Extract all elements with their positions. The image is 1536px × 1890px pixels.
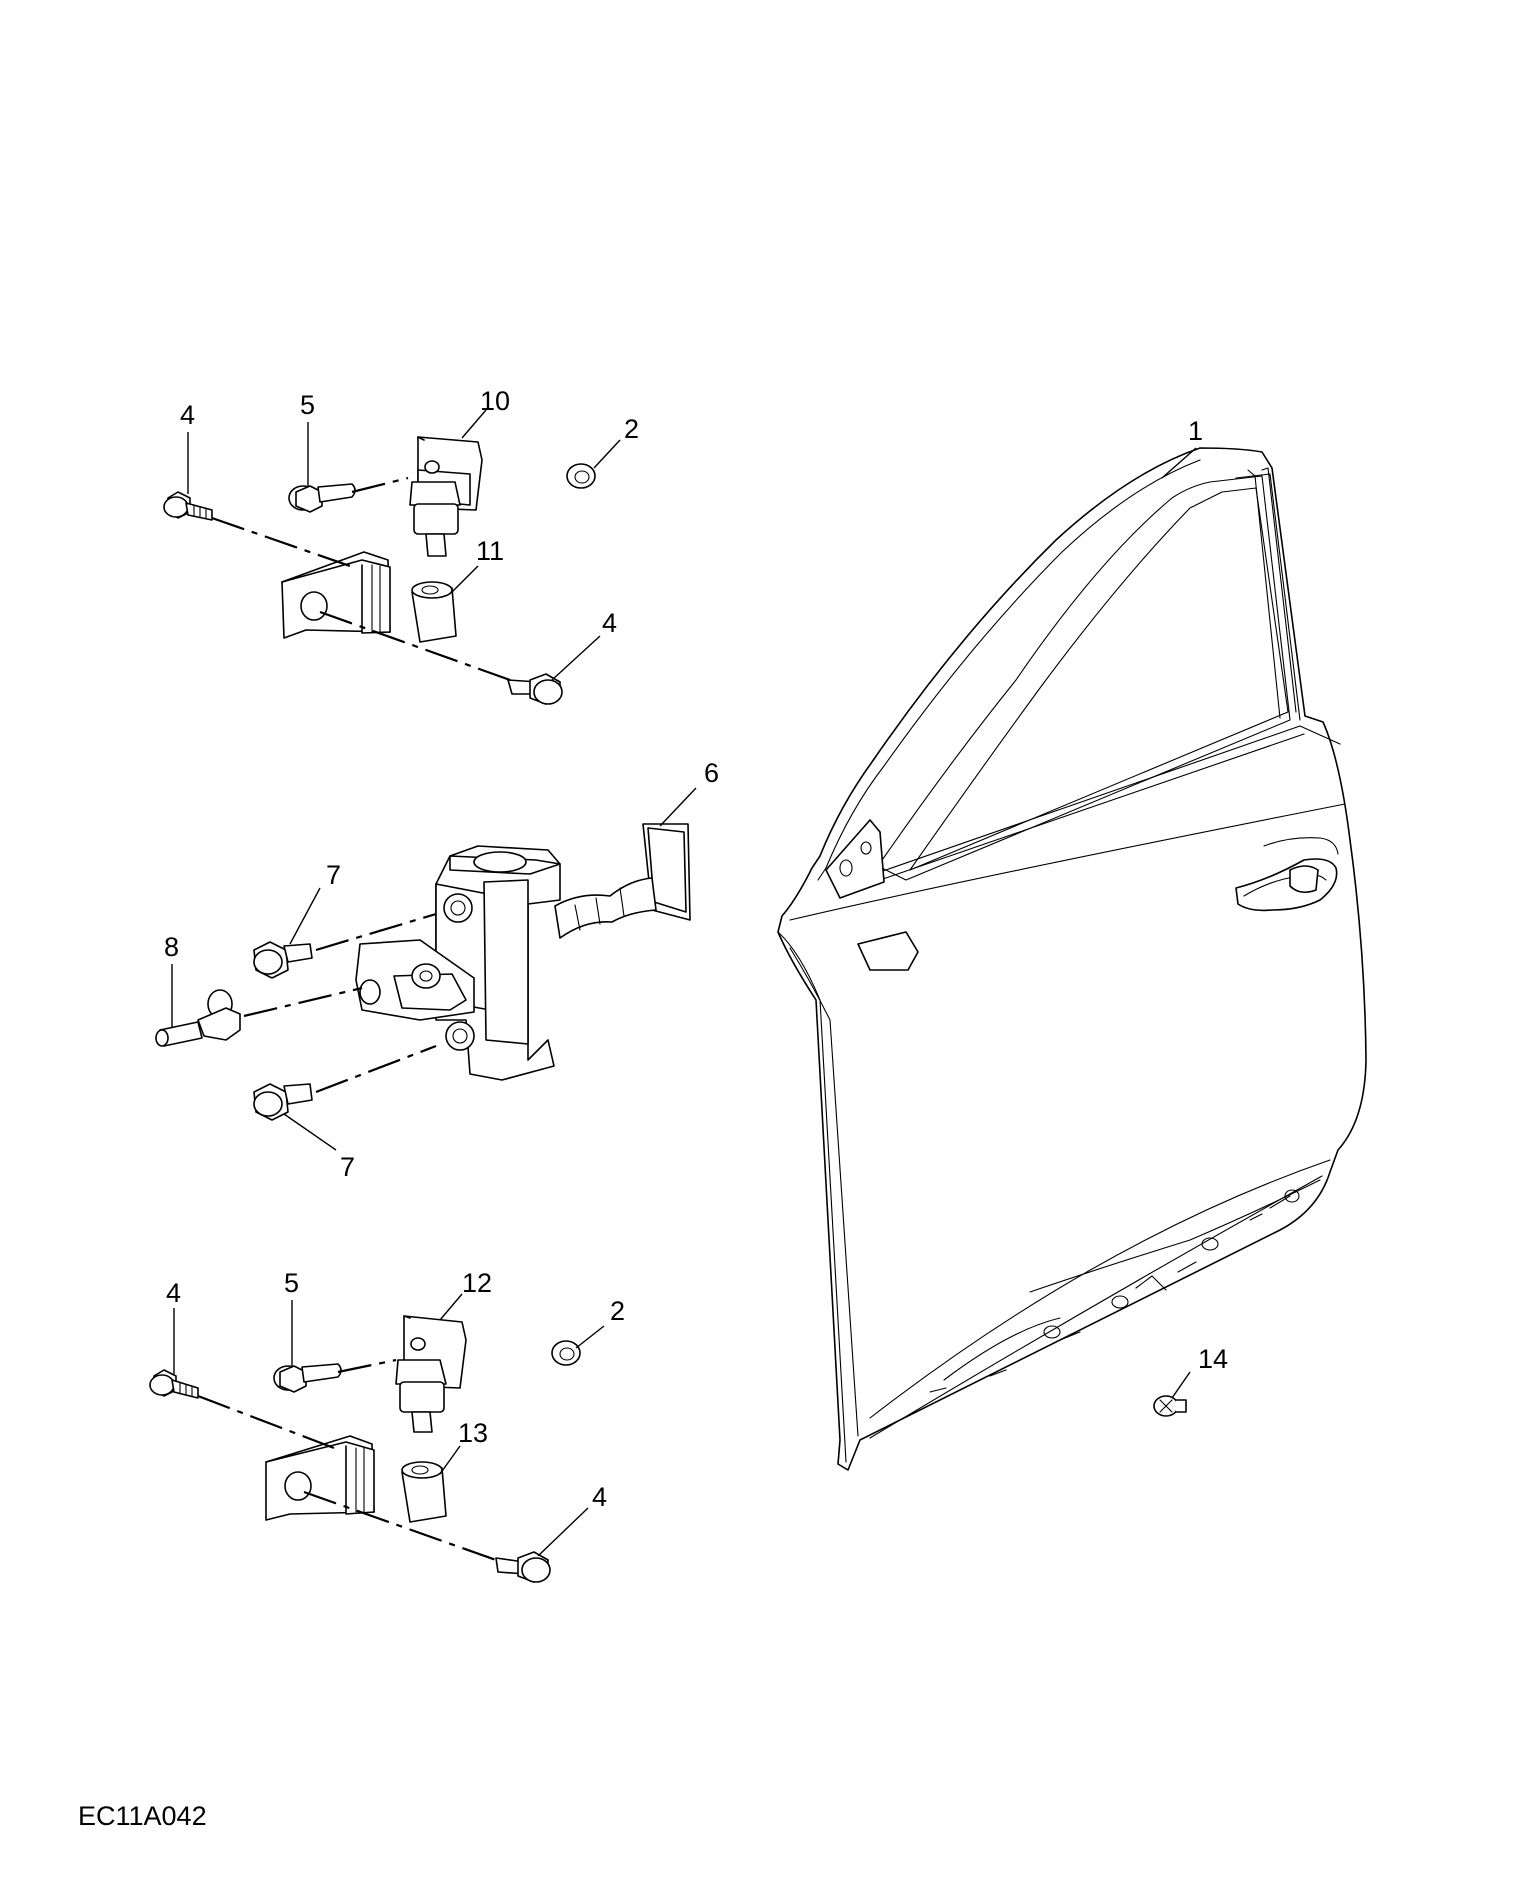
check-link-bracket [355, 939, 475, 1021]
hinge-part-13 [265, 1435, 447, 1523]
door-shell-part-1 [777, 447, 1367, 1471]
bolt-part-4-upper-right [507, 673, 563, 705]
bolt-part-7-lower [253, 1083, 313, 1121]
bolt-part-8 [155, 989, 241, 1047]
check-strap-group [155, 823, 691, 1121]
callout-4: 4 [602, 608, 617, 638]
callout-7: 7 [340, 1152, 355, 1182]
lower-hinge-group [149, 1315, 1187, 1583]
callout-5: 5 [284, 1268, 299, 1298]
leader-lines [171, 409, 1197, 1557]
bolt-part-4-upper-left [163, 491, 213, 521]
nut-part-2-lower [551, 1340, 581, 1366]
hinge-part-12 [395, 1315, 467, 1433]
check-strap-part-6 [554, 823, 691, 939]
callout-12: 12 [462, 1268, 492, 1298]
bolt-part-4-lower-right [495, 1551, 551, 1583]
callout-10: 10 [480, 386, 510, 416]
callout-1: 1 [1188, 416, 1203, 446]
bolt-part-5-lower [273, 1363, 342, 1393]
diagram-code-label: EC11A042 [78, 1801, 207, 1831]
check-strap-body [435, 845, 561, 1081]
callout-11: 11 [476, 536, 504, 566]
callout-4: 4 [166, 1278, 181, 1308]
bolt-part-5-upper [288, 483, 356, 513]
callout-5: 5 [300, 390, 315, 420]
hinge-part-10 [409, 436, 483, 557]
clip-part-14 [1153, 1395, 1187, 1417]
hinge-part-11 [281, 551, 457, 643]
bolt-part-7-upper [253, 941, 313, 979]
callout-13: 13 [458, 1418, 488, 1448]
callout-8: 8 [164, 932, 179, 962]
callout-4: 4 [592, 1482, 607, 1512]
callout-6: 6 [704, 758, 719, 788]
callout-7: 7 [326, 860, 341, 890]
callout-2: 2 [624, 414, 639, 444]
callout-labels: 4 5 10 2 11 4 1 6 7 8 7 4 5 12 2 14 13 4 [164, 386, 1228, 1512]
nut-part-2-upper [566, 463, 596, 489]
upper-hinge-group [163, 436, 596, 705]
callout-4: 4 [180, 400, 195, 430]
bolt-part-4-lower-left [149, 1369, 199, 1399]
callout-14: 14 [1198, 1344, 1228, 1374]
callout-2: 2 [610, 1296, 625, 1326]
